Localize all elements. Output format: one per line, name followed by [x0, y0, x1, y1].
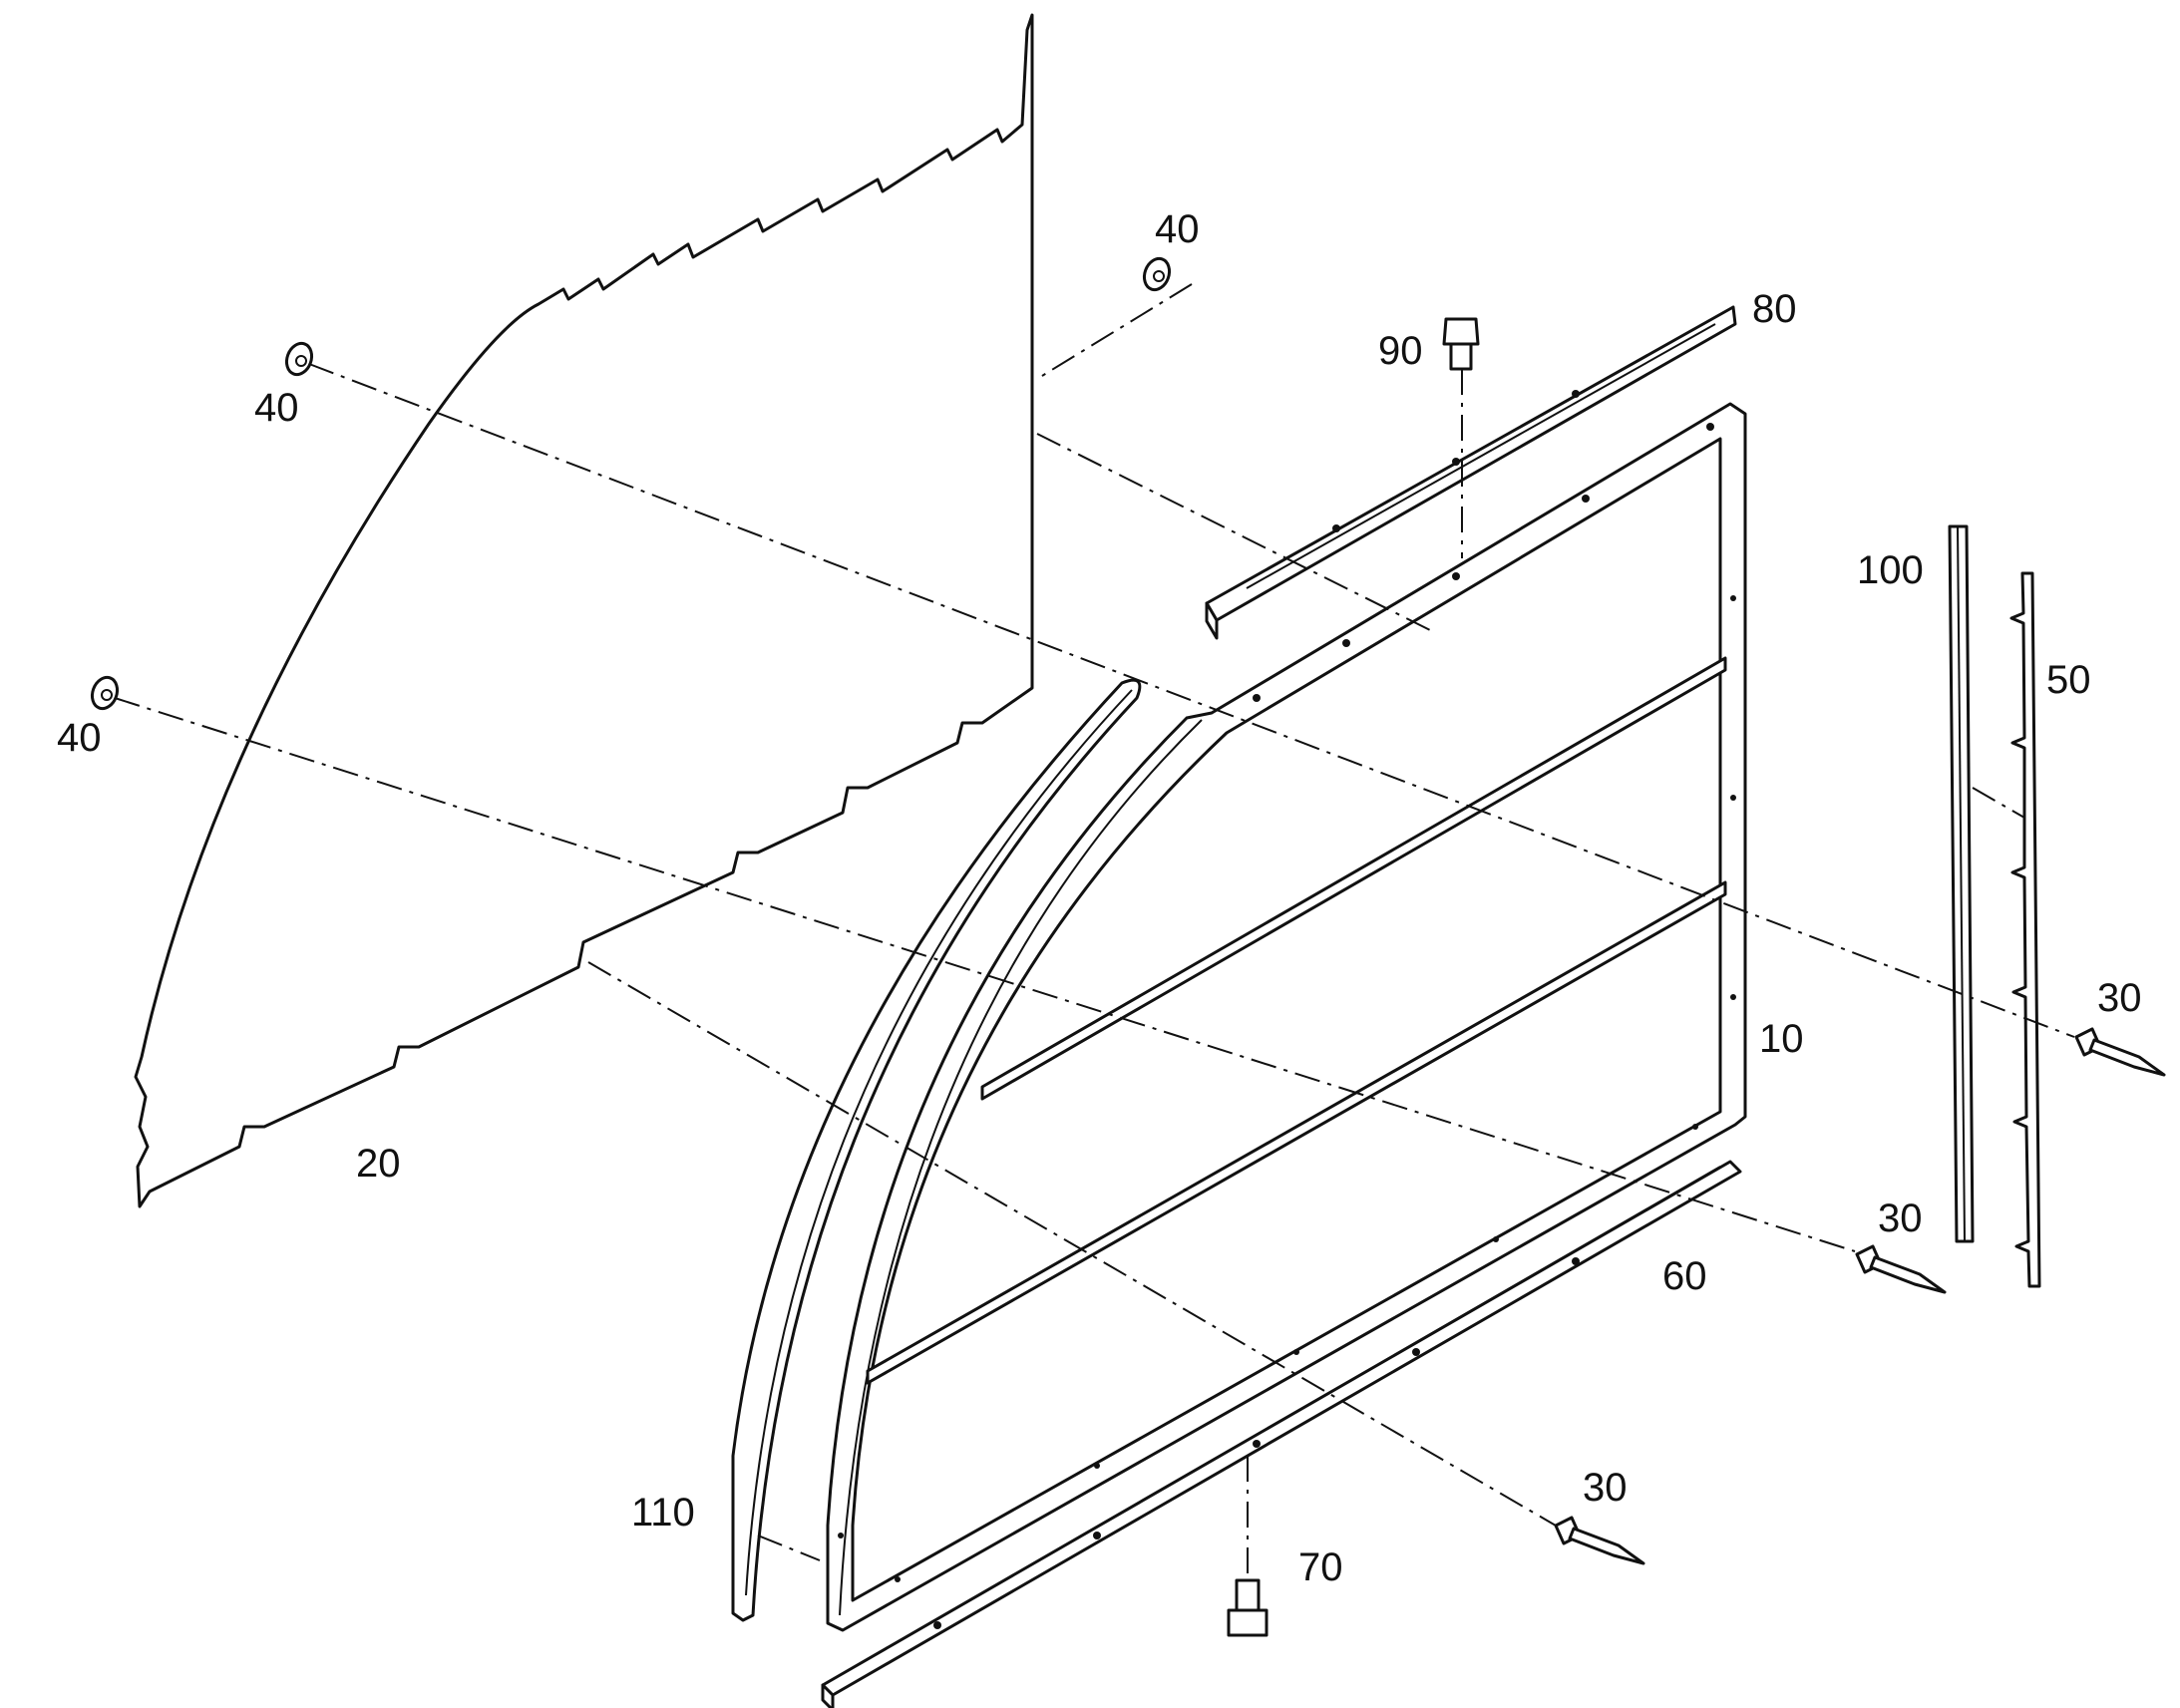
callout-70: 70	[1298, 1545, 1343, 1589]
callout-40-left-lower: 40	[57, 716, 102, 760]
panel-part-20	[134, 13, 1034, 1208]
callout-100: 100	[1857, 548, 1924, 592]
callout-10: 10	[1759, 1017, 1804, 1061]
rivet-part-30-mid	[1855, 1244, 1947, 1294]
clip-part-40-left-lower	[90, 675, 120, 711]
clip-part-40-top	[1142, 256, 1172, 292]
callout-90: 90	[1378, 329, 1423, 373]
callout-80: 80	[1752, 287, 1797, 331]
callout-30-right: 30	[2097, 976, 2142, 1020]
bolt-part-90	[1442, 317, 1480, 371]
callout-labels: 40 40 40 80 90 100 50 30 10 20 30 60 30 …	[57, 207, 2142, 1589]
rail-part-60	[821, 1160, 1742, 1708]
frame-part-10	[826, 402, 1747, 1632]
bolt-part-70	[1227, 1578, 1269, 1637]
callout-30-mid: 30	[1878, 1196, 1923, 1240]
clip-part-40-left-upper	[284, 341, 314, 377]
callout-50: 50	[2046, 658, 2091, 702]
callout-20: 20	[356, 1142, 401, 1186]
callout-30-bottom: 30	[1583, 1466, 1628, 1510]
trim-strip-part-110	[731, 678, 1142, 1622]
callout-40-left-upper: 40	[254, 386, 299, 430]
callout-40-top: 40	[1155, 207, 1200, 251]
strip-part-100	[1948, 524, 1975, 1243]
strip-part-50	[2009, 571, 2041, 1288]
rivet-part-30-bottom	[1554, 1516, 1645, 1565]
callout-60: 60	[1662, 1254, 1707, 1298]
rail-part-80	[1205, 305, 1737, 640]
rivet-part-30-right	[2074, 1027, 2166, 1077]
callout-110: 110	[631, 1491, 695, 1535]
assembly-lines	[114, 283, 2075, 1575]
